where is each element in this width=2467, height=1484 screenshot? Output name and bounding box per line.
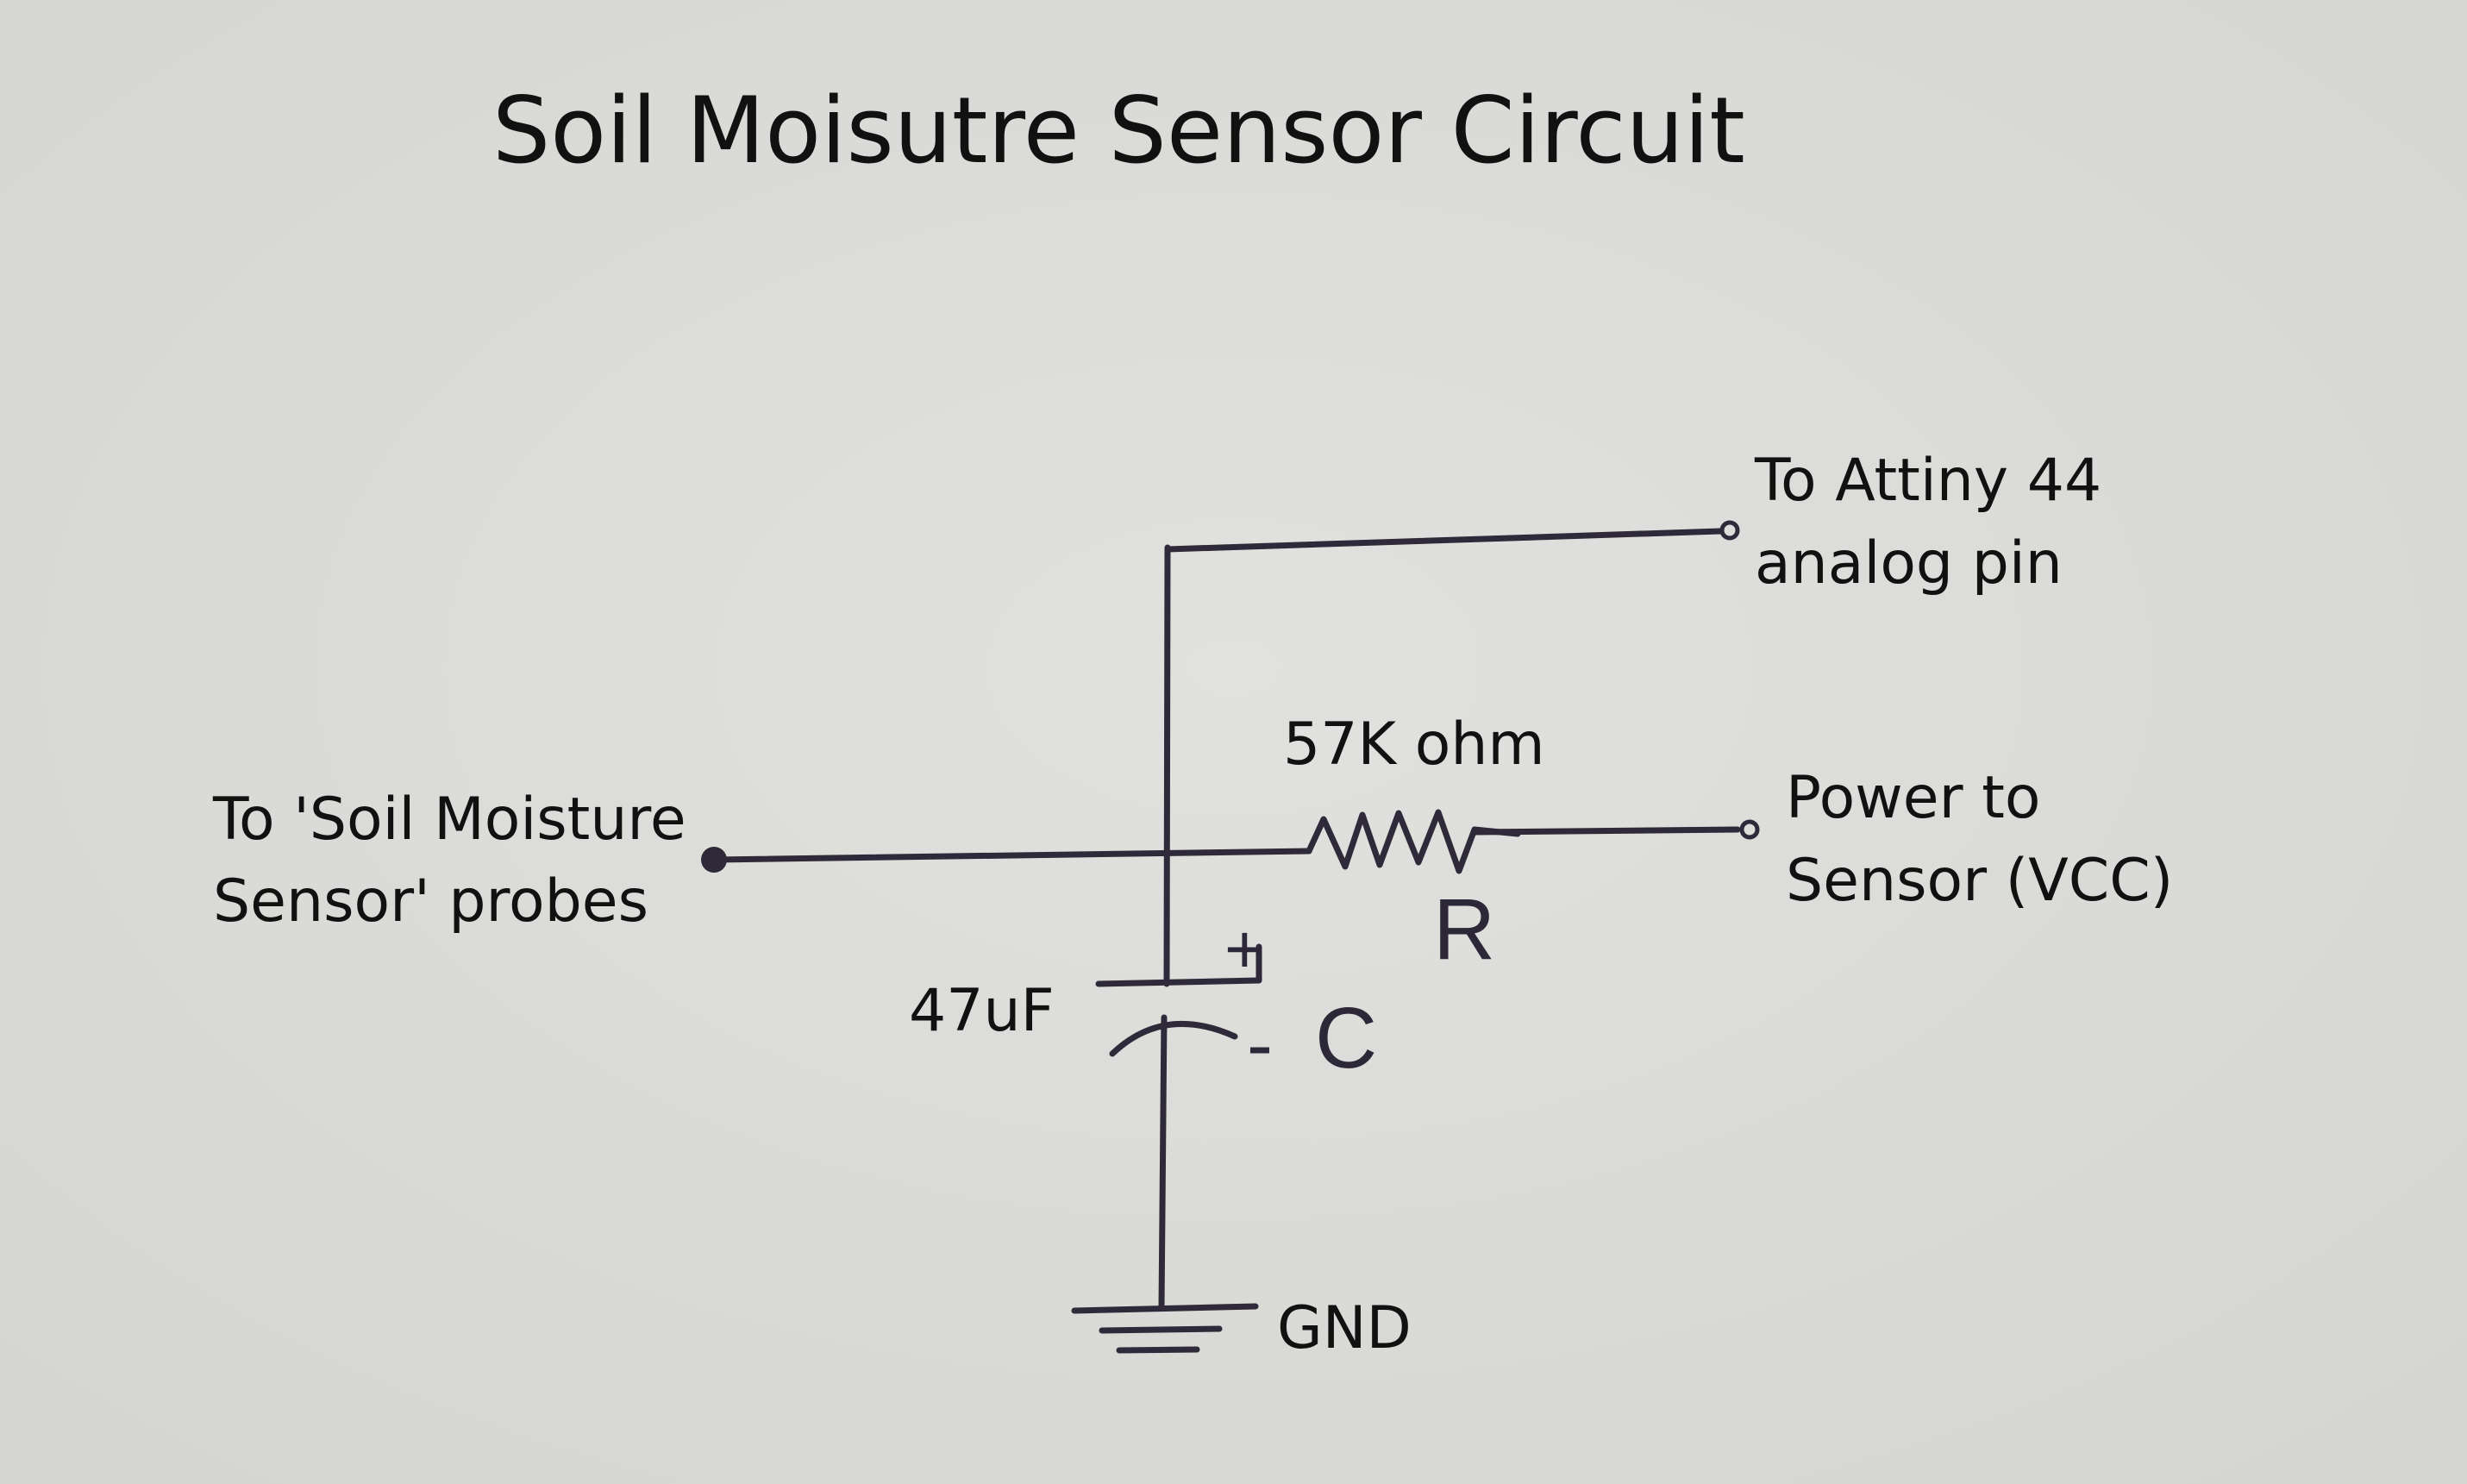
resistor-value-label: 57K ohm [1283,711,1545,779]
vcc-wire [1471,826,1741,836]
probes-terminal-dot [701,847,727,873]
capacitor-negative-plate [1109,1020,1238,1057]
ground-label: GND [1277,1294,1412,1362]
attiny-terminal [1719,520,1740,541]
capacitor-plus-sign: + [1224,911,1265,987]
probes-label-line2: Sensor' probes [213,867,648,936]
capacitor-symbol-label: C [1315,990,1377,1086]
attiny-wire [1164,528,1724,553]
resistor-symbol-label: R [1433,881,1495,978]
capacitor-minus-sign: - [1247,1002,1273,1088]
resistor-zigzag [1306,809,1521,874]
power-label-line2: Sensor (VCC) [1786,847,2173,915]
power-label-line1: Power to [1786,764,2040,832]
probes-wire [712,848,1312,863]
diagram-title: Soil Moisutre Sensor Circuit [492,78,1745,184]
attiny-label-line1: To Attiny 44 [1754,447,2101,515]
probes-label-line1: To 'Soil Moisture [212,786,686,854]
ground-wire [1158,1014,1168,1312]
capacitor-positive-plate [1095,943,1262,987]
capacitor-value-label: 47uF [909,977,1055,1045]
ground-symbol-icon [1071,1303,1259,1354]
vertical-node-wire [1163,544,1171,987]
vcc-terminal [1739,819,1760,840]
attiny-label-line2: analog pin [1755,529,2063,598]
